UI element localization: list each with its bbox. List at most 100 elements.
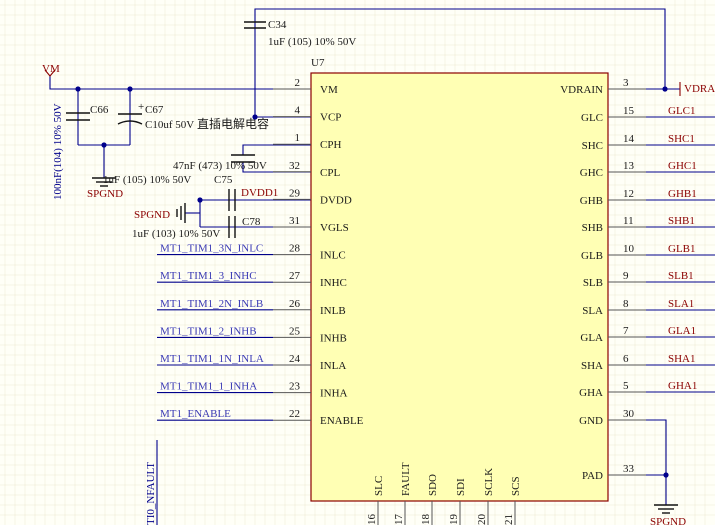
pin-name: INHB [320, 332, 347, 344]
pin-name: GHB [580, 195, 603, 207]
capacitor-c34[interactable] [244, 21, 266, 29]
pin-number: 30 [623, 408, 635, 420]
pin-name: VCP [320, 112, 341, 124]
pin-number: 3 [623, 77, 629, 89]
net-label-right[interactable]: SLB1 [668, 270, 694, 282]
net-label-left[interactable]: MT1_TIM1_1N_INLA [160, 353, 264, 365]
wire-c34-top [254, 8, 666, 117]
c66-value: 100nF(104) 10% 50V [52, 103, 64, 200]
junction-vcp [252, 114, 258, 120]
pin-number: 11 [623, 215, 634, 227]
pin-number: 1 [295, 132, 301, 144]
junction-vdrain [662, 86, 668, 92]
cph-cap-value: 47nF (473) 10% 50V [173, 160, 267, 172]
junction-vm-c66 [75, 86, 81, 92]
pin-name: GHA [579, 387, 603, 399]
pin-name: PAD [582, 470, 603, 482]
net-label-left[interactable]: MT1_TIM1_3_INHC [160, 270, 257, 282]
net-label-right[interactable]: SLA1 [668, 298, 694, 310]
net-label-spgnd-left: SPGND [87, 188, 123, 200]
port-vm-arrow [44, 69, 56, 77]
pin-name: FAULT [400, 462, 412, 496]
pin-number: 15 [623, 105, 635, 117]
net-label-right[interactable]: GLC1 [668, 105, 696, 117]
wire-gnd-pad [608, 419, 667, 505]
pin-name: CPL [320, 167, 340, 179]
right-net-wires [646, 116, 715, 393]
junctions [75, 86, 669, 478]
ground-symbol-right [654, 504, 678, 514]
pin-name: SLC [373, 476, 385, 496]
c34-value: 1uF (105) 10% 50V [268, 36, 356, 48]
pin-name: SCS [510, 476, 522, 496]
net-label-left[interactable]: MT1_TIM1_1_INHA [160, 381, 257, 393]
pin-number: 23 [289, 381, 301, 393]
pin-number: 12 [623, 188, 634, 200]
pin-name: SHC [582, 140, 603, 152]
net-label-spgnd-mid: SPGND [134, 209, 170, 221]
pin-name: SDI [455, 478, 467, 496]
net-label-spgnd-right: SPGND [650, 516, 686, 525]
left-net-wires [157, 254, 273, 421]
junction-gnd-pad [663, 472, 669, 478]
pin-name: INLA [320, 360, 346, 372]
net-label-right[interactable]: GLA1 [668, 325, 696, 337]
wire-vm-rail [49, 76, 311, 90]
net-label-right[interactable]: SHA1 [668, 353, 696, 365]
pin-name: INHC [320, 277, 347, 289]
pin-number: 31 [289, 215, 300, 227]
pin-number: 16 [366, 514, 378, 525]
pin-number: 7 [623, 325, 629, 337]
net-label-dvdd1: DVDD1 [241, 187, 278, 199]
c67-note: 直插电解电容 [197, 116, 269, 131]
c67-ref: C67 [145, 104, 164, 116]
pin-name: DVDD [320, 194, 352, 206]
pin-name: GLC [581, 112, 603, 124]
ground-symbol-left [92, 177, 116, 187]
pin-number: 14 [623, 133, 635, 145]
pin-number: 8 [623, 298, 629, 310]
net-label-right[interactable]: GHC1 [668, 160, 697, 172]
pin-number: 24 [289, 353, 301, 365]
junction-gnd-rail [101, 142, 107, 148]
pin-name: GND [579, 415, 603, 427]
capacitor-c78[interactable] [228, 216, 236, 238]
pin-name: VM [320, 84, 338, 96]
pin-number: 6 [623, 353, 629, 365]
net-label-right[interactable]: GHB1 [668, 188, 697, 200]
pin-number: 5 [623, 380, 629, 392]
junction-vm-c67 [127, 86, 133, 92]
pin-name: INLB [320, 305, 346, 317]
net-label-fault: TI0_NFAULT [145, 462, 157, 525]
capacitor-cph-cpl[interactable] [231, 154, 255, 163]
pin-number: 18 [420, 514, 432, 525]
chip-u7-body[interactable] [310, 72, 609, 502]
net-label-left[interactable]: MT1_TIM1_2_INHB [160, 325, 257, 337]
chip-pins: 2VM4VCP1CPH32CPL29DVDD31VGLS28INLC27INHC… [273, 77, 646, 525]
net-label-left[interactable]: MT1_TIM1_2N_INLB [160, 298, 263, 310]
pin-number: 27 [289, 270, 301, 282]
pin-name: INLC [320, 250, 346, 262]
pin-name: ENABLE [320, 415, 364, 427]
net-label-right[interactable]: SHC1 [668, 133, 695, 145]
net-label-left[interactable]: MT1_ENABLE [160, 408, 231, 420]
net-label-right[interactable]: VDRAI [684, 83, 715, 95]
net-label-right[interactable]: GLB1 [668, 243, 696, 255]
net-label-vm: VM [42, 63, 60, 75]
pin-number: 17 [393, 514, 405, 525]
net-label-right[interactable]: SHB1 [668, 215, 695, 227]
c67-value: C10uf 50V [145, 119, 194, 131]
wire-cph [242, 144, 311, 155]
net-label-left[interactable]: MT1_TIM1_3N_INLC [160, 243, 263, 255]
junction-dvdd [197, 197, 203, 203]
capacitor-c75[interactable] [200, 189, 236, 211]
pin-name: VGLS [320, 222, 349, 234]
net-label-right[interactable]: GHA1 [668, 380, 697, 392]
left-net-labels: MT1_TIM1_3N_INLC MT1_TIM1_3_INHC MT1_TIM1_… [160, 243, 264, 421]
c78-ref: C78 [242, 216, 261, 228]
capacitor-c66[interactable] [66, 112, 90, 121]
capacitor-c67[interactable] [117, 113, 143, 125]
c75-ref: C75 [214, 174, 233, 186]
pin-name: INHA [320, 388, 348, 400]
